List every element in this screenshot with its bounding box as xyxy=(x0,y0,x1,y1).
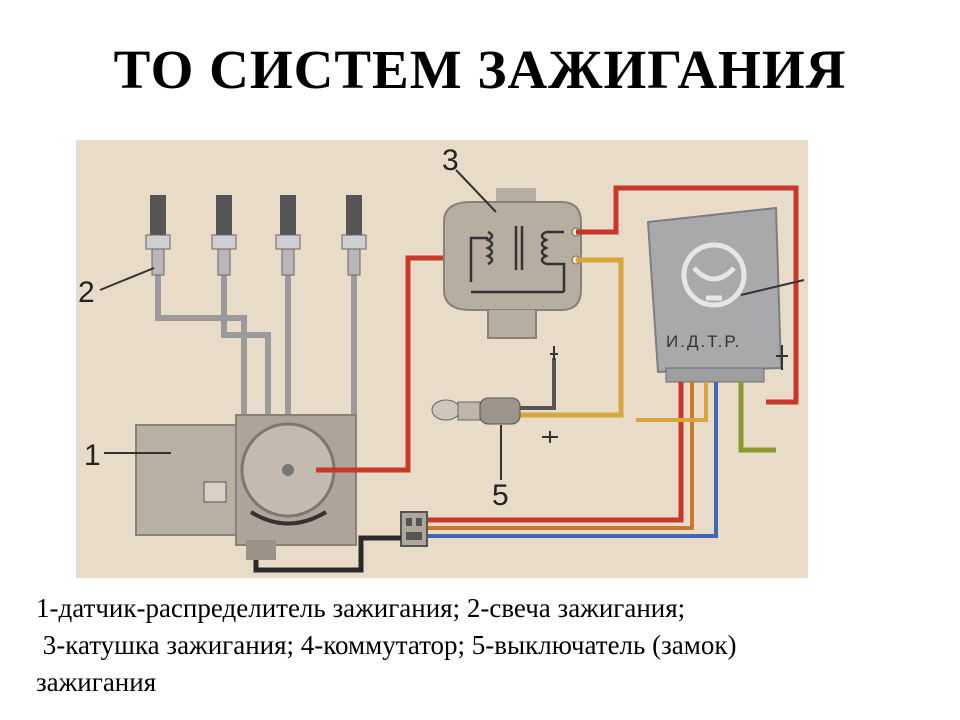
spark-plug-2 xyxy=(211,195,237,276)
spark-plug-1 xyxy=(145,195,171,276)
wire-red-coil xyxy=(316,255,444,473)
caption-line-1: 1-датчик-распределитель зажигания; 2-све… xyxy=(36,593,686,623)
wire-red-coil-commutator xyxy=(576,185,799,405)
distributor xyxy=(135,414,357,560)
ignition-switch xyxy=(431,346,558,443)
wire-blue-commutator xyxy=(424,382,718,538)
wire-orange-commutator xyxy=(424,382,694,530)
ignition-coil xyxy=(443,188,582,339)
wire-yellow-commutator xyxy=(636,382,708,422)
page-title: ТО СИСТЕМ ЗАЖИГАНИЯ xyxy=(113,39,847,100)
wire-red-commutator xyxy=(424,382,684,523)
spark-plugs xyxy=(145,195,367,276)
commutator: И.Д.Т.Р. xyxy=(646,206,783,383)
spark-plug-3 xyxy=(275,195,301,276)
spark-plug-4 xyxy=(341,195,367,276)
wire-black-ground xyxy=(253,535,401,573)
caption-line-3: зажигания xyxy=(36,667,157,697)
wire-yellow-coil-switch xyxy=(516,257,624,418)
fuse-mark xyxy=(776,345,788,370)
caption-line-2: 3-катушка зажигания; 4-коммутатор; 5-вык… xyxy=(36,630,737,660)
ignition-system-diagram: И.Д.Т.Р. 1 2 3 5 xyxy=(76,140,808,578)
label-5: 5 xyxy=(492,479,509,512)
commutator-label: И.Д.Т.Р. xyxy=(666,332,741,351)
label-3: 3 xyxy=(442,144,459,177)
wire-green-commutator xyxy=(738,382,776,453)
label-2: 2 xyxy=(78,276,95,309)
connector-block xyxy=(400,511,428,547)
caption: 1-датчик-распределитель зажигания; 2-све… xyxy=(36,590,936,701)
label-1: 1 xyxy=(84,439,101,472)
